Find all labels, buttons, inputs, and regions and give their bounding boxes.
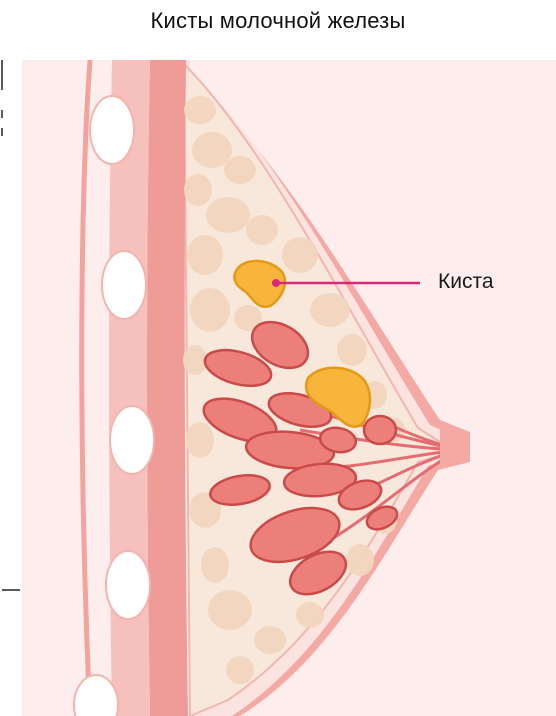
chest-wall	[147, 60, 188, 716]
cyst-pointer-dot	[272, 279, 280, 287]
nipple	[440, 430, 470, 466]
cyst-label: Киста	[438, 270, 494, 294]
edge-marks	[2, 60, 20, 590]
